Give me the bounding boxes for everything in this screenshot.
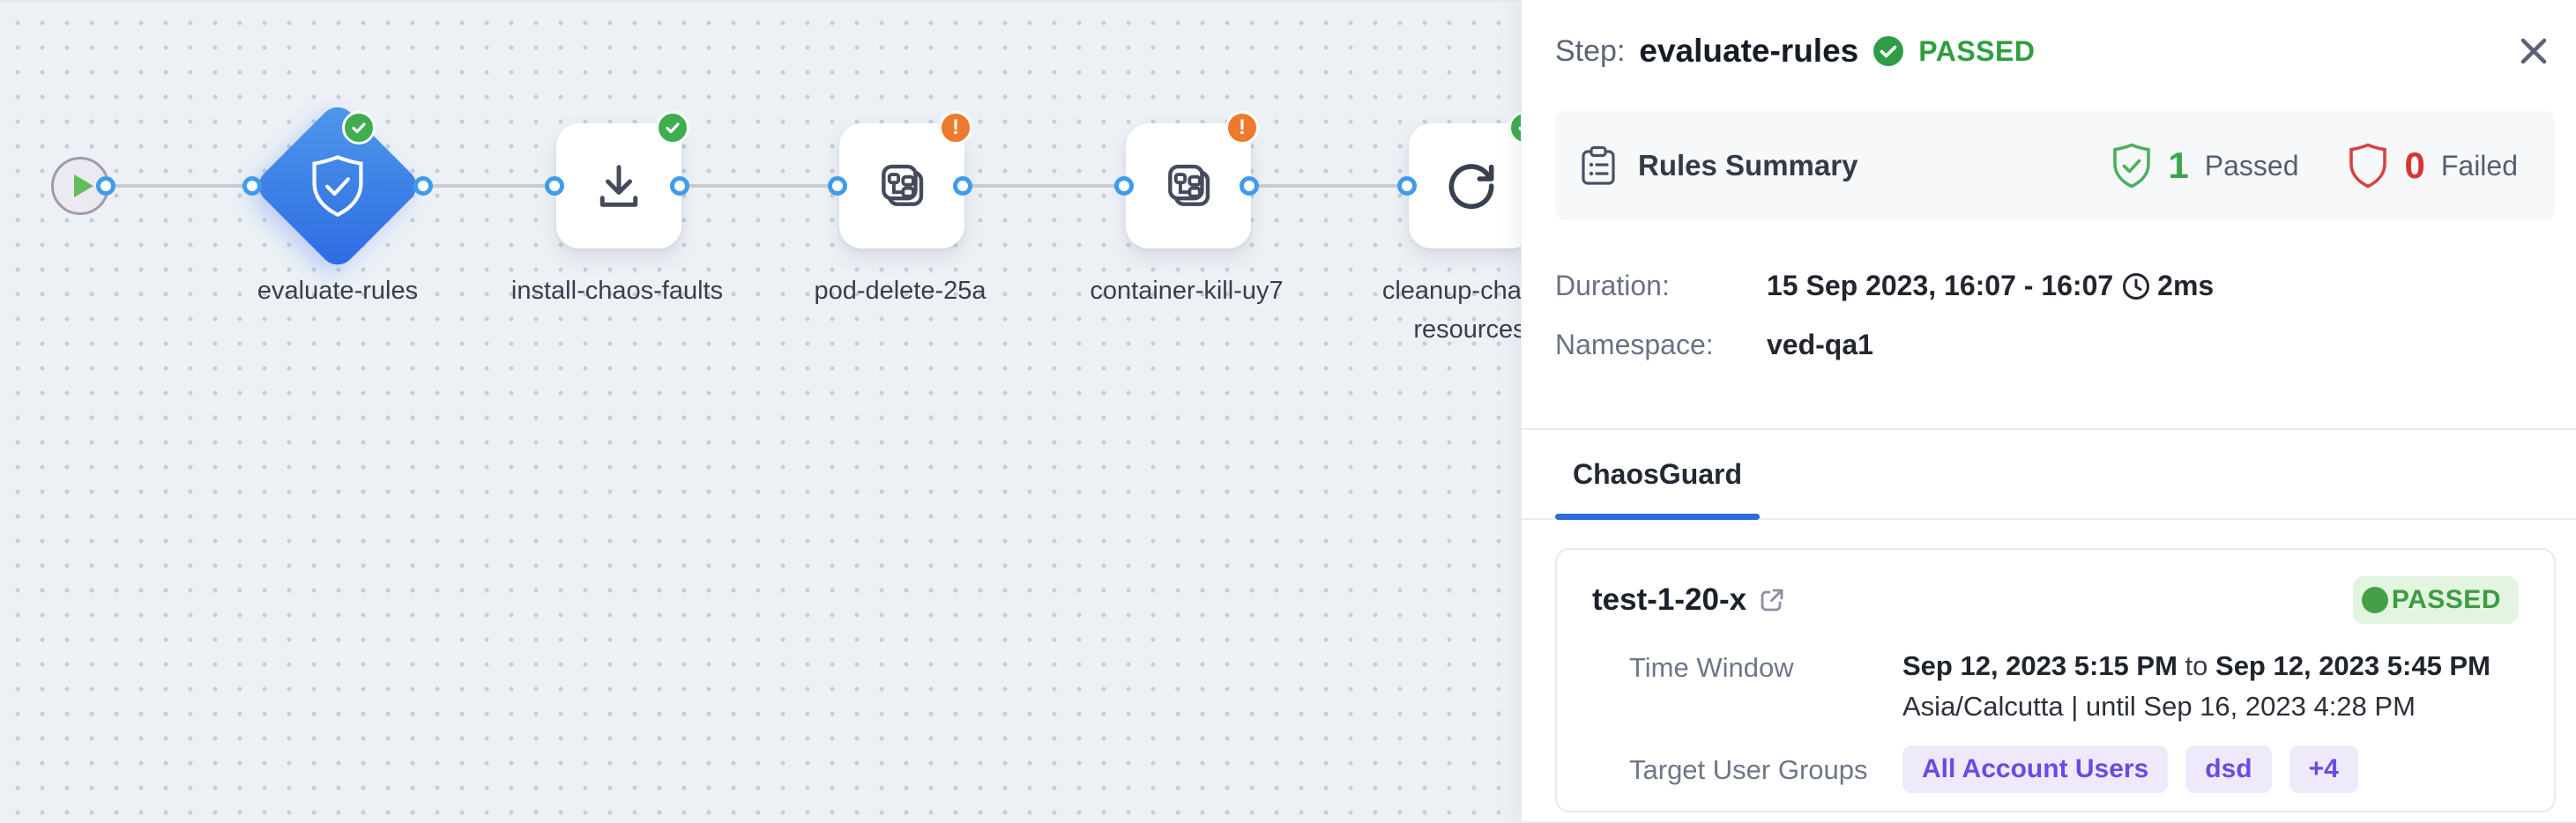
tab-bar: ChaosGuard bbox=[1522, 430, 2576, 520]
time-window-label: Time Window bbox=[1629, 652, 1794, 683]
step-status-badge: PASSED bbox=[1918, 34, 2036, 67]
connector-dot bbox=[828, 176, 847, 196]
connector-dot bbox=[413, 176, 433, 196]
rule-status-badge: PASSED bbox=[2352, 576, 2519, 624]
active-tab-underline bbox=[1555, 514, 1761, 520]
check-circle-icon bbox=[1872, 35, 1904, 67]
panel-header: Step: evaluate-rules PASSED bbox=[1555, 30, 2555, 72]
step-label: Step: bbox=[1555, 33, 1626, 68]
user-group-pill: All Account Users bbox=[1902, 745, 2169, 793]
workflow-node-install-chaos-faults[interactable] bbox=[556, 123, 681, 248]
workflow-node-pod-delete-25a[interactable] bbox=[839, 123, 964, 248]
connector-dot bbox=[1240, 176, 1259, 196]
time-join: to bbox=[2177, 650, 2216, 681]
connector-line bbox=[80, 184, 1534, 188]
target-user-groups-label: Target User Groups bbox=[1629, 754, 1868, 785]
passed-label: Passed bbox=[2204, 149, 2299, 182]
connector-dot bbox=[1114, 176, 1134, 196]
passed-count: 1 bbox=[2168, 145, 2189, 186]
rules-summary-title: Rules Summary bbox=[1638, 149, 1858, 182]
shield-fail-icon bbox=[2348, 143, 2388, 189]
rule-status-text: PASSED bbox=[2391, 585, 2501, 614]
connector-dot bbox=[1397, 176, 1417, 196]
retry-icon bbox=[1443, 158, 1500, 214]
user-group-pill: dsd bbox=[2185, 745, 2272, 793]
connector-dot bbox=[545, 176, 564, 196]
user-group-pill: +4 bbox=[2289, 745, 2358, 793]
clipboard-icon bbox=[1580, 145, 1617, 186]
tab-chaosguard[interactable]: ChaosGuard bbox=[1555, 430, 1761, 520]
target-user-groups-row: Target User Groups All Account Users dsd +… bbox=[1629, 745, 2519, 793]
node-label: container-kill-uy7 bbox=[1090, 277, 1284, 305]
shield-ok-icon bbox=[2111, 143, 2152, 189]
node-label: pod-delete-25a bbox=[814, 277, 986, 305]
chaosguard-rule-card: test-1-20-x PASSED Time Window Sep 12, 2… bbox=[1555, 548, 2556, 812]
rule-name: test-1-20-x bbox=[1592, 582, 1747, 617]
namespace-label: Namespace: bbox=[1555, 329, 1714, 360]
rules-summary-bar: Rules Summary 1 Passed 0 Failed bbox=[1555, 111, 2555, 220]
node-label: install-chaos-faults bbox=[510, 277, 724, 305]
duration-row: Duration: 15 Sep 2023, 16:07 - 16:07 2ms bbox=[1555, 270, 2555, 302]
shield-check-icon bbox=[309, 153, 366, 219]
connector-dot bbox=[242, 176, 262, 196]
chaos-fault-icon bbox=[1161, 159, 1216, 213]
divider bbox=[1522, 428, 2576, 430]
workflow-node-evaluate-rules[interactable] bbox=[251, 100, 424, 272]
connector-dot bbox=[96, 176, 115, 196]
status-passed-icon bbox=[656, 111, 689, 145]
step-name: evaluate-rules bbox=[1639, 33, 1859, 69]
time-from: Sep 12, 2023 5:15 PM bbox=[1902, 650, 2178, 681]
namespace-row: Namespace: ved-qa1 bbox=[1555, 329, 2555, 361]
step-details-panel: Step: evaluate-rules PASSED Rules Summar… bbox=[1521, 0, 2576, 821]
external-link-icon[interactable] bbox=[1759, 587, 1785, 613]
status-warning-icon: ! bbox=[939, 111, 972, 145]
tab-chaosguard-label: ChaosGuard bbox=[1573, 457, 1743, 490]
node-label: evaluate-rules bbox=[257, 277, 419, 305]
connector-dot bbox=[953, 176, 972, 196]
duration-value: 15 Sep 2023, 16:07 - 16:07 bbox=[1767, 270, 2114, 301]
timezone-line: Asia/Calcutta | until Sep 16, 2023 4:28 … bbox=[1902, 691, 2416, 722]
clock-icon bbox=[2122, 272, 2150, 300]
workflow-node-container-kill-uy7[interactable] bbox=[1126, 123, 1251, 248]
failed-count: 0 bbox=[2404, 145, 2425, 186]
close-icon[interactable] bbox=[2513, 30, 2555, 72]
status-passed-icon bbox=[342, 111, 376, 145]
workflow-node-cleanup-chaos-resources[interactable] bbox=[1409, 123, 1534, 248]
connector-dot bbox=[670, 176, 689, 196]
play-icon bbox=[73, 174, 93, 197]
status-dot-icon bbox=[2361, 587, 2388, 613]
failed-label: Failed bbox=[2440, 149, 2518, 182]
time-window-row: Time Window Sep 12, 2023 5:15 PM to Sep … bbox=[1629, 650, 2519, 723]
status-warning-icon: ! bbox=[1225, 111, 1259, 145]
duration-ms-value: 2ms bbox=[2157, 270, 2215, 301]
chaos-fault-icon bbox=[875, 159, 929, 213]
namespace-value: ved-qa1 bbox=[1767, 329, 1873, 360]
time-to: Sep 12, 2023 5:45 PM bbox=[2215, 650, 2490, 681]
download-icon bbox=[592, 159, 645, 212]
duration-label: Duration: bbox=[1555, 270, 1670, 301]
